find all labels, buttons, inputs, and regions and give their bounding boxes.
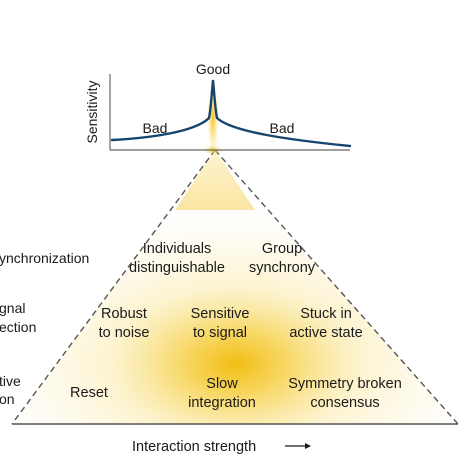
cell-robust-to-noise-line1: Robust xyxy=(101,306,147,322)
cell-individuals-distinguishable-line2: distinguishable xyxy=(129,260,225,276)
cell-labels: Individuals distinguishable Group synchr… xyxy=(70,241,402,411)
x-axis-label: Interaction strength xyxy=(132,439,256,455)
row-labels: ynchronization gnal ection tive on xyxy=(0,250,89,407)
inset-right-bad-label: Bad xyxy=(270,120,295,136)
cell-sensitive-to-signal-line1: Sensitive xyxy=(191,306,250,322)
x-axis-arrowhead-icon xyxy=(305,443,311,449)
row-label-signal-line2: ection xyxy=(0,319,36,335)
inset-good-label: Good xyxy=(196,61,230,77)
cell-slow-integration-line2: integration xyxy=(188,395,256,411)
row-label-collective-line1: tive xyxy=(0,373,21,389)
cell-symmetry-broken-consensus-line1: Symmetry broken xyxy=(288,376,402,392)
cell-reset: Reset xyxy=(70,385,108,401)
row-label-signal-line1: gnal xyxy=(0,300,25,316)
x-axis-caption: Interaction strength xyxy=(132,439,311,455)
inset-plot: Good Bad Bad Sensitivity xyxy=(84,61,352,156)
row-label-collective-line2: on xyxy=(0,391,15,407)
cell-group-synchrony-line2: synchrony xyxy=(249,260,316,276)
cell-sensitive-to-signal-line2: to signal xyxy=(193,325,247,341)
inset-y-axis-label: Sensitivity xyxy=(84,80,100,143)
cell-stuck-in-active-state-line2: active state xyxy=(289,325,362,341)
triangle-left-edge xyxy=(11,149,216,425)
cell-individuals-distinguishable-line1: Individuals xyxy=(143,241,212,257)
cell-robust-to-noise-line2: to noise xyxy=(99,325,150,341)
triangle-right-edge xyxy=(214,149,459,425)
triangle xyxy=(11,149,459,425)
cell-slow-integration-line1: Slow xyxy=(206,376,238,392)
inset-left-bad-label: Bad xyxy=(143,120,168,136)
cell-stuck-in-active-state-line1: Stuck in xyxy=(300,306,352,322)
cell-group-synchrony-line1: Group xyxy=(262,241,302,257)
cell-symmetry-broken-consensus-line2: consensus xyxy=(310,395,379,411)
row-label-synchronization: ynchronization xyxy=(0,250,89,266)
sensitivity-curve xyxy=(110,79,352,148)
